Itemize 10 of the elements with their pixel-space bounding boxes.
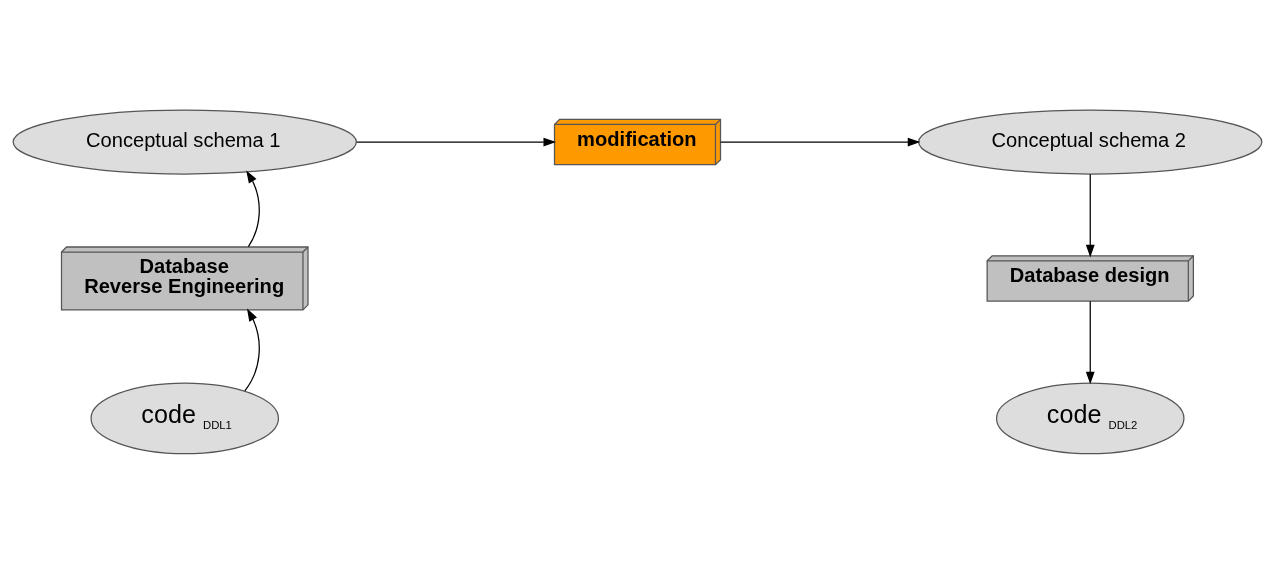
- arrow: [356, 137, 557, 146]
- node-ellipse: code $_{DDL2}$: [995, 381, 1185, 454]
- arrow: [1085, 300, 1095, 384]
- arrow: [1085, 173, 1095, 257]
- node-ellipse: Conceptual schema 2: [918, 108, 1263, 175]
- node-ellipse: Conceptual schema 1: [12, 108, 357, 175]
- arrow: [720, 137, 921, 146]
- arrow: [244, 308, 260, 391]
- node-ellipse: code $_{DDL1}$: [90, 381, 280, 454]
- arrow: [246, 169, 260, 247]
